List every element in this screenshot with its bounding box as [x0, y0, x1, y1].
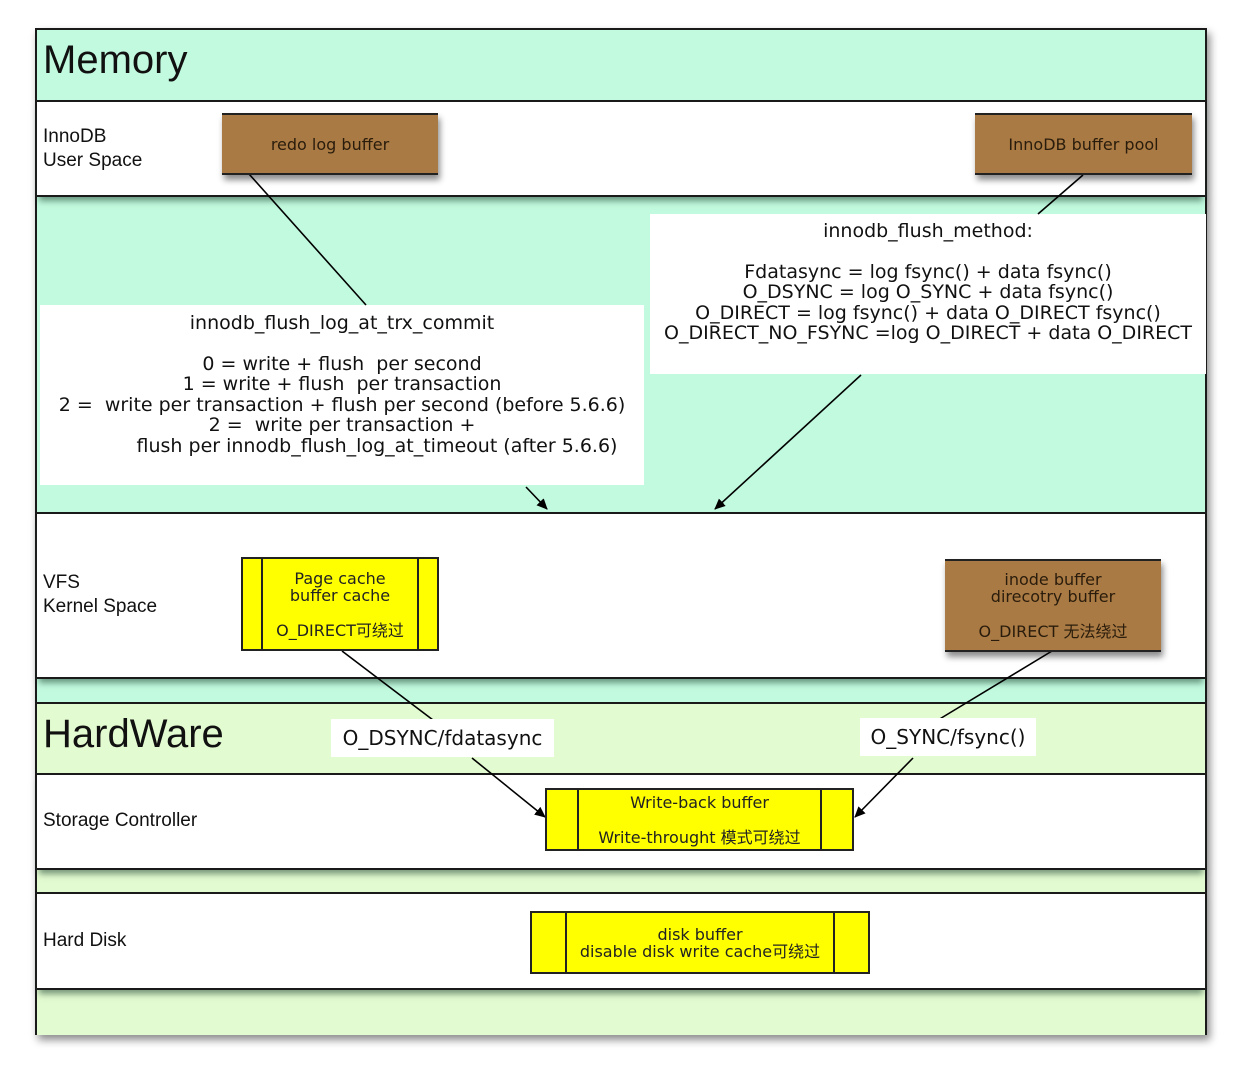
- note-line: 0 = write + flush per second: [202, 352, 482, 375]
- inode-buffer-box: inode buffer direcotry buffer O_DIRECT 无…: [945, 559, 1161, 652]
- note-line: O_DIRECT_NO_FSYNC =log O_DIRECT + data O…: [663, 322, 1192, 344]
- user-space-label: User Space: [43, 150, 143, 171]
- box-divider: [820, 790, 822, 849]
- buffer-cache-line: buffer cache: [289, 585, 391, 605]
- note-line: 2 = write per transaction + flush per se…: [58, 393, 626, 416]
- memory-band: Memory: [37, 30, 1205, 100]
- innodb-buffer-pool-label: InnoDB buffer pool: [1008, 134, 1159, 154]
- write-through-line: Write-throught 模式可绕过: [598, 827, 801, 847]
- o-direct-cannot-bypass-line: O_DIRECT 无法绕过: [978, 622, 1128, 641]
- flush-log-at-trx-commit-note: innodb_flush_log_at_trx_commit 0 = write…: [40, 305, 644, 485]
- vfs-label: VFS: [43, 572, 80, 593]
- write-back-line: Write-back buffer: [630, 792, 769, 812]
- hard-disk-label: Hard Disk: [43, 930, 127, 951]
- inode-buffer-line: inode buffer: [1004, 570, 1102, 589]
- inode-to-osync-line: [937, 650, 1053, 721]
- box-divider: [577, 790, 579, 849]
- disk-buffer-line: disk buffer: [657, 924, 743, 944]
- o-dsync-text: O_DSYNC/fdatasync: [342, 726, 543, 750]
- page-cache-box: Page cache buffer cache O_DIRECT可绕过: [241, 557, 439, 651]
- note-to-vfs-arrow: [525, 486, 548, 510]
- innodb-label: InnoDB: [43, 126, 107, 147]
- pagecache-to-odsync-line: [341, 650, 434, 721]
- redo-log-buffer-label: redo log buffer: [270, 134, 390, 154]
- method-to-vfs-arrow: [714, 374, 862, 510]
- o-direct-bypass-line: O_DIRECT可绕过: [276, 620, 404, 640]
- storage-controller-label: Storage Controller: [43, 810, 198, 831]
- pool-to-note-line: [1037, 174, 1084, 215]
- box-divider: [417, 559, 419, 649]
- box-divider: [565, 913, 567, 972]
- note-title: innodb_flush_method:: [823, 220, 1033, 242]
- flush-method-note: innodb_flush_method: Fdatasync = log fsy…: [650, 214, 1206, 374]
- box-divider: [833, 913, 835, 972]
- o-sync-label: O_SYNC/fsync(): [860, 718, 1036, 756]
- innodb-buffer-pool-box: InnoDB buffer pool: [975, 113, 1192, 175]
- note-line: 1 = write + flush per transaction: [182, 373, 502, 395]
- o-dsync-label: O_DSYNC/fdatasync: [331, 719, 554, 757]
- note-line: O_DSYNC = log O_SYNC + data fsync(): [742, 281, 1114, 303]
- hardware-title: HardWare: [43, 712, 224, 756]
- box-divider: [261, 559, 263, 649]
- disk-buffer-box: disk buffer disable disk write cache可绕过: [530, 911, 870, 974]
- redo-log-buffer-box: redo log buffer: [222, 113, 438, 175]
- osync-to-writeback-arrow: [854, 757, 914, 818]
- note-line: 2 = write per transaction +: [208, 414, 476, 436]
- redo-to-note-line: [248, 173, 367, 306]
- note-line: Fdatasync = log fsync() + data fsync(): [744, 260, 1112, 283]
- write-back-buffer-box: Write-back buffer Write-throught 模式可绕过: [545, 788, 854, 851]
- odsync-to-writeback-arrow: [471, 757, 546, 818]
- o-sync-text: O_SYNC/fsync(): [870, 725, 1026, 749]
- kernel-space-label: Kernel Space: [43, 596, 158, 617]
- note-line: O_DIRECT = log fsync() + data O_DIRECT f…: [695, 301, 1161, 324]
- directory-buffer-line: direcotry buffer: [990, 587, 1116, 606]
- memory-title: Memory: [43, 38, 188, 82]
- disable-write-cache-line: disable disk write cache可绕过: [579, 941, 821, 961]
- note-line: flush per innodb_flush_log_at_timeout (a…: [136, 434, 618, 457]
- page-cache-line: Page cache: [294, 568, 386, 588]
- note-title: innodb_flush_log_at_trx_commit: [189, 312, 495, 334]
